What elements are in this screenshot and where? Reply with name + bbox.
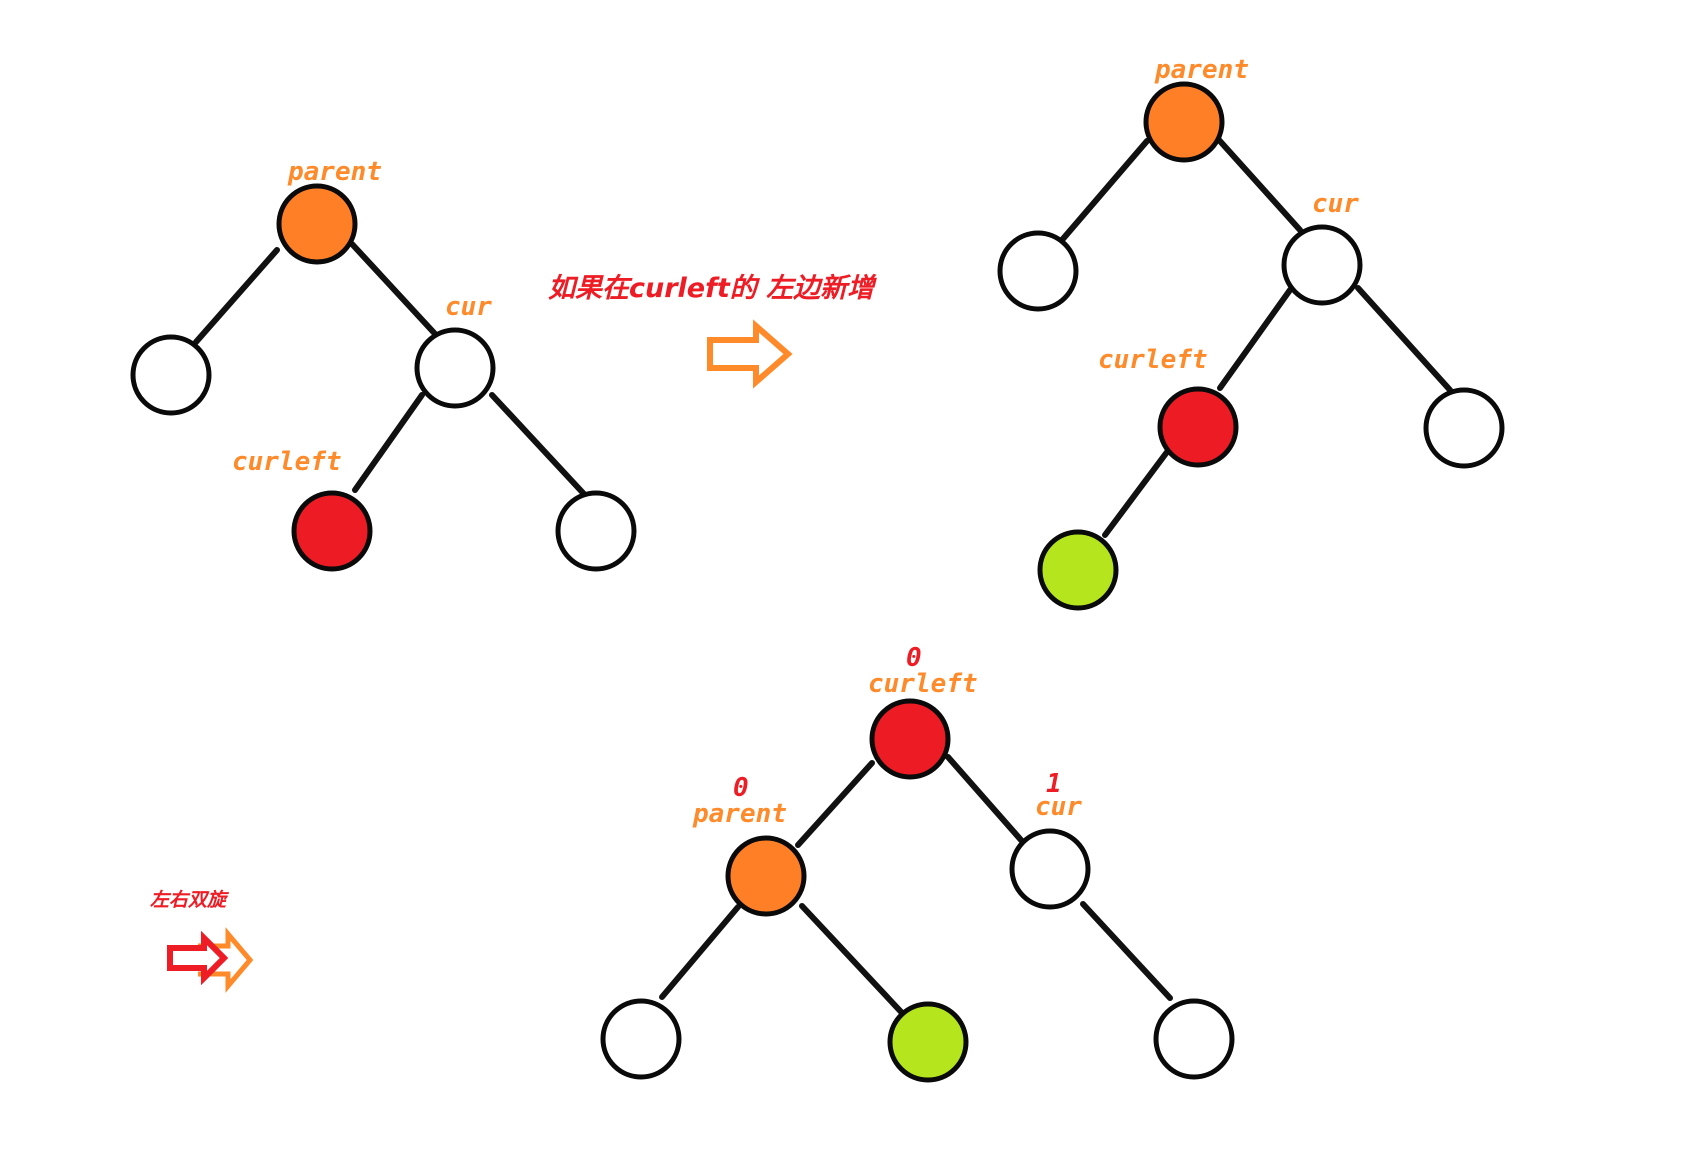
curleft-label: curleft (232, 447, 342, 477)
new-node (1037, 529, 1119, 611)
step-rotation-caption: 左右双旋 (150, 889, 230, 911)
leaf-node (555, 490, 637, 572)
edge (1217, 287, 1293, 391)
edge (1355, 285, 1453, 393)
curleft-node (1157, 386, 1239, 468)
cur-label: cur (1035, 792, 1082, 822)
edge (1080, 901, 1173, 1001)
edge (349, 241, 440, 339)
leaf-node (600, 998, 682, 1080)
parent-balance-factor: 0 (733, 773, 749, 803)
step-insert-caption: 如果在curleft的 左边新增 (548, 273, 877, 304)
leaf-node (1153, 998, 1235, 1080)
parent-label: parent (287, 157, 382, 187)
tree-after-rotation: 0 curleft 0 parent 1 cur (600, 643, 1235, 1083)
leaf-node (1423, 387, 1505, 469)
curleft-node (291, 490, 373, 572)
step-left-right-rotation: 左右双旋 (150, 889, 254, 993)
cur-label: cur (1312, 189, 1359, 219)
tree-before-insert: parent cur curleft (130, 157, 637, 572)
edge (352, 392, 425, 493)
edge (1216, 137, 1303, 233)
parent-node (1143, 81, 1225, 163)
step-insert-left: 如果在curleft的 左边新增 (548, 273, 877, 389)
edge (945, 754, 1024, 843)
edge (1102, 449, 1170, 538)
curleft-node (869, 698, 951, 780)
edge (489, 392, 587, 497)
edge (659, 904, 741, 1000)
double-outline-arrow-right-icon (707, 319, 793, 389)
edge (799, 903, 907, 1018)
cur-node (1281, 224, 1363, 306)
parent-label: parent (692, 799, 787, 829)
parent-label: parent (1154, 55, 1249, 85)
cur-balance-factor: 1 (1046, 769, 1062, 799)
cur-node (1009, 828, 1091, 910)
edge (193, 247, 280, 345)
edge (795, 760, 875, 848)
new-node (887, 1001, 969, 1083)
double-outline-arrow-right-icon (167, 927, 254, 993)
cur-node (414, 327, 496, 409)
parent-node (725, 835, 807, 917)
cur-label: cur (445, 292, 492, 322)
edge (1059, 138, 1150, 243)
parent-node (276, 183, 358, 265)
curleft-label: curleft (868, 669, 978, 699)
tree-after-insert: parent cur curleft (997, 55, 1505, 611)
curleft-balance-factor: 0 (906, 643, 922, 673)
curleft-label: curleft (1098, 345, 1208, 375)
leaf-node (130, 334, 212, 416)
leaf-node (997, 230, 1079, 312)
